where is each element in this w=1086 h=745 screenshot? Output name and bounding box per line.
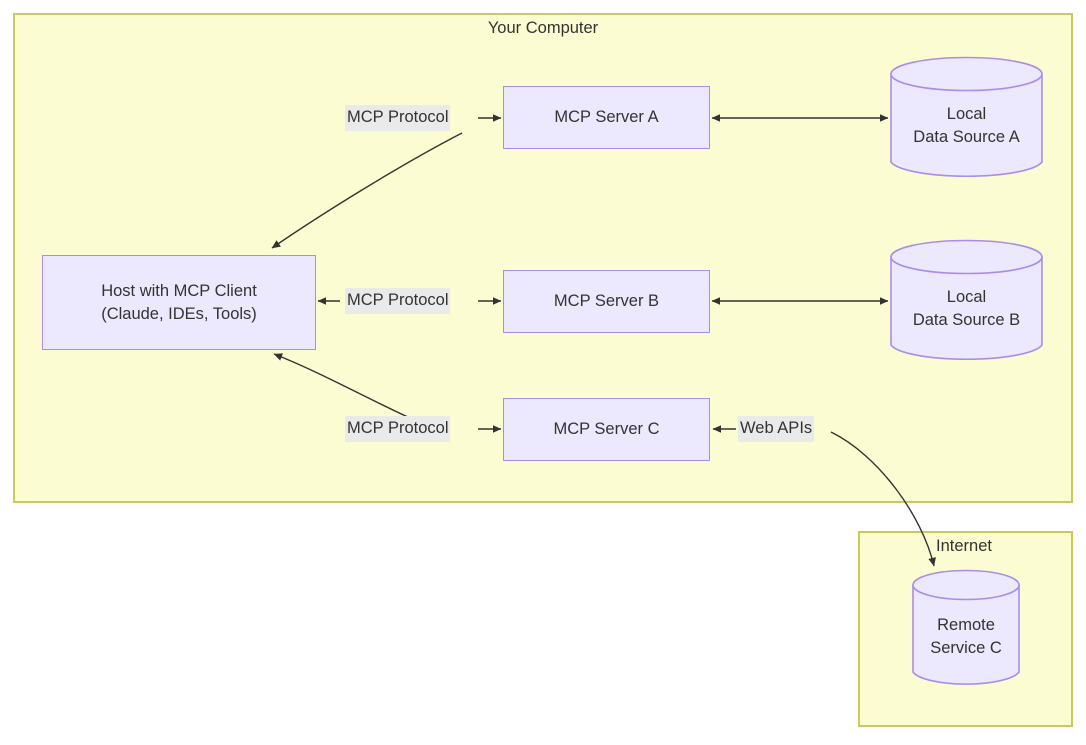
node-mcp-server-c[interactable]: MCP Server C <box>503 398 710 461</box>
node-host-label-line1: Host with MCP Client <box>101 281 257 300</box>
node-host-with-mcp-client[interactable]: Host with MCP Client (Claude, IDEs, Tool… <box>42 255 316 350</box>
node-host-label-line2: (Claude, IDEs, Tools) <box>101 304 257 323</box>
edge-server-c-to-host <box>273 353 411 419</box>
node-remote-service-c[interactable]: Remote Service C <box>911 569 1021 689</box>
edge-label-mcp-protocol-c: MCP Protocol <box>345 416 451 442</box>
node-mcp-server-b[interactable]: MCP Server B <box>503 270 710 333</box>
node-local-data-source-b[interactable]: Local Data Source B <box>889 239 1044 363</box>
node-mcp-server-a-label: MCP Server A <box>554 108 659 127</box>
cylinder-shape-remote <box>912 569 1020 685</box>
cylinder-shape-b <box>890 239 1043 361</box>
node-mcp-server-a[interactable]: MCP Server A <box>503 86 710 149</box>
group-internet <box>858 531 1073 727</box>
node-mcp-server-b-label: MCP Server B <box>553 292 660 311</box>
group-internet-label: Internet <box>936 537 992 555</box>
edge-label-mcp-protocol-a: MCP Protocol <box>345 105 451 131</box>
cylinder-shape-a <box>890 56 1043 178</box>
edge-label-web-apis: Web APIs <box>738 416 815 442</box>
edge-label-mcp-protocol-b: MCP Protocol <box>345 288 451 314</box>
edge-server-a-to-host <box>271 132 463 249</box>
group-your-computer-label: Your Computer <box>487 19 599 37</box>
node-local-data-source-a[interactable]: Local Data Source A <box>889 56 1044 180</box>
node-mcp-server-c-label: MCP Server C <box>553 420 660 439</box>
edge-web-apis-to-remote-service-c <box>830 431 936 567</box>
